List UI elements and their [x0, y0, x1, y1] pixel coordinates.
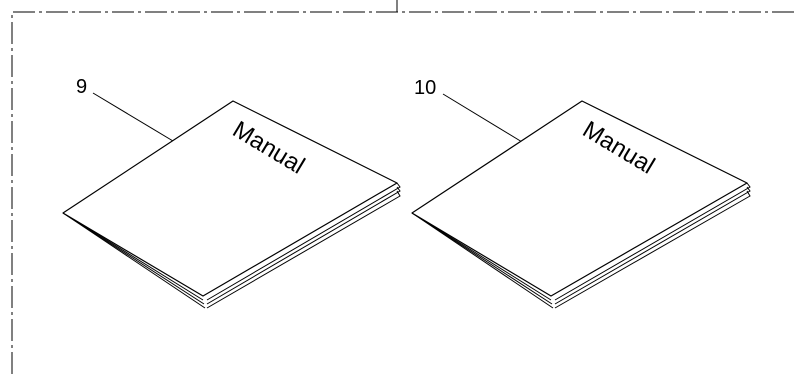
callout-number-10: 10 [414, 77, 436, 99]
callout-number-9: 9 [76, 76, 87, 98]
leader-line-9 [92, 92, 179, 145]
group-boundary-line [11, 11, 797, 374]
booklet-cover-9 [62, 100, 398, 297]
page-edges-right-10 [554, 182, 751, 309]
leader-line-10 [442, 93, 528, 146]
manual-booklet-item-9: 9 Manual [62, 76, 401, 309]
page-edges-right-9 [206, 182, 401, 309]
booklet-cover-10 [411, 100, 748, 297]
manual-booklet-item-10: 10 Manual [411, 77, 751, 309]
